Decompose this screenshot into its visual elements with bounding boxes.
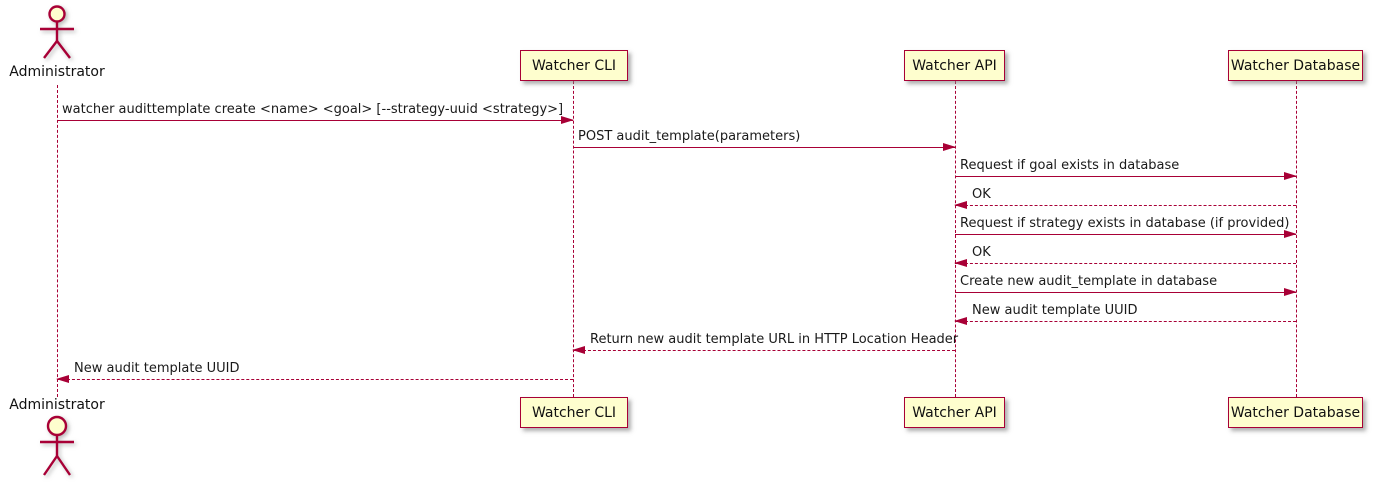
message-7-line — [955, 292, 1296, 293]
participant-watcher-cli-bottom: Watcher CLI — [520, 397, 628, 428]
lifeline-watcher-database — [1296, 81, 1297, 397]
participant-watcher-api-top: Watcher API — [904, 50, 1005, 81]
message-7-label: Create new audit_template in database — [960, 274, 1218, 289]
message-3-line — [955, 176, 1296, 177]
message-8: New audit template UUID — [954, 302, 1296, 325]
actor-icon — [37, 4, 77, 65]
participant-watcher-database-top: Watcher Database — [1228, 50, 1363, 81]
arrowhead-right-icon — [1284, 172, 1297, 180]
message-8-line — [955, 321, 1296, 322]
lifeline-watcher-api — [955, 81, 956, 397]
message-6-line — [955, 263, 1296, 264]
arrowhead-right-icon — [1284, 288, 1297, 296]
arrowhead-left-icon — [954, 317, 967, 325]
message-6-label: OK — [972, 245, 991, 260]
message-4-label: OK — [972, 187, 991, 202]
message-1-label: watcher audittemplate create <name> <goa… — [62, 102, 564, 117]
message-6: OK — [954, 244, 1296, 267]
lifeline-administrator — [57, 85, 58, 397]
message-7: Create new audit_template in database — [955, 273, 1297, 296]
message-9: Return new audit template URL in HTTP Lo… — [572, 331, 959, 354]
message-9-line — [573, 350, 955, 351]
participant-watcher-database-bottom: Watcher Database — [1228, 397, 1363, 428]
message-1-line — [57, 120, 573, 121]
message-4: OK — [954, 186, 1296, 209]
message-5-line — [955, 234, 1296, 235]
arrowhead-left-icon — [954, 201, 967, 209]
arrowhead-right-icon — [561, 116, 574, 124]
message-3: Request if goal exists in database — [955, 157, 1297, 180]
message-2-label: POST audit_template(parameters) — [578, 129, 801, 144]
message-1: watcher audittemplate create <name> <goa… — [57, 101, 574, 124]
message-5: Request if strategy exists in database (… — [955, 215, 1297, 238]
participant-watcher-cli-top: Watcher CLI — [520, 50, 628, 81]
arrowhead-right-icon — [943, 143, 956, 151]
message-10: New audit template UUID — [56, 360, 573, 383]
arrowhead-left-icon — [56, 375, 69, 383]
message-9-label: Return new audit template URL in HTTP Lo… — [590, 332, 959, 347]
actor-icon — [37, 414, 77, 483]
message-8-label: New audit template UUID — [972, 303, 1138, 318]
arrowhead-left-icon — [954, 259, 967, 267]
message-5-label: Request if strategy exists in database (… — [960, 216, 1290, 231]
participant-watcher-api-bottom: Watcher API — [904, 397, 1005, 428]
message-4-line — [955, 205, 1296, 206]
message-2-line — [573, 147, 955, 148]
arrowhead-right-icon — [1284, 230, 1297, 238]
actor-label-top: Administrator — [9, 64, 105, 80]
message-2: POST audit_template(parameters) — [573, 128, 956, 151]
message-3-label: Request if goal exists in database — [960, 158, 1180, 173]
message-10-line — [57, 379, 573, 380]
lifeline-watcher-cli — [573, 81, 574, 397]
actor-label-bottom: Administrator — [9, 397, 105, 413]
arrowhead-left-icon — [572, 346, 585, 354]
message-10-label: New audit template UUID — [74, 361, 240, 376]
